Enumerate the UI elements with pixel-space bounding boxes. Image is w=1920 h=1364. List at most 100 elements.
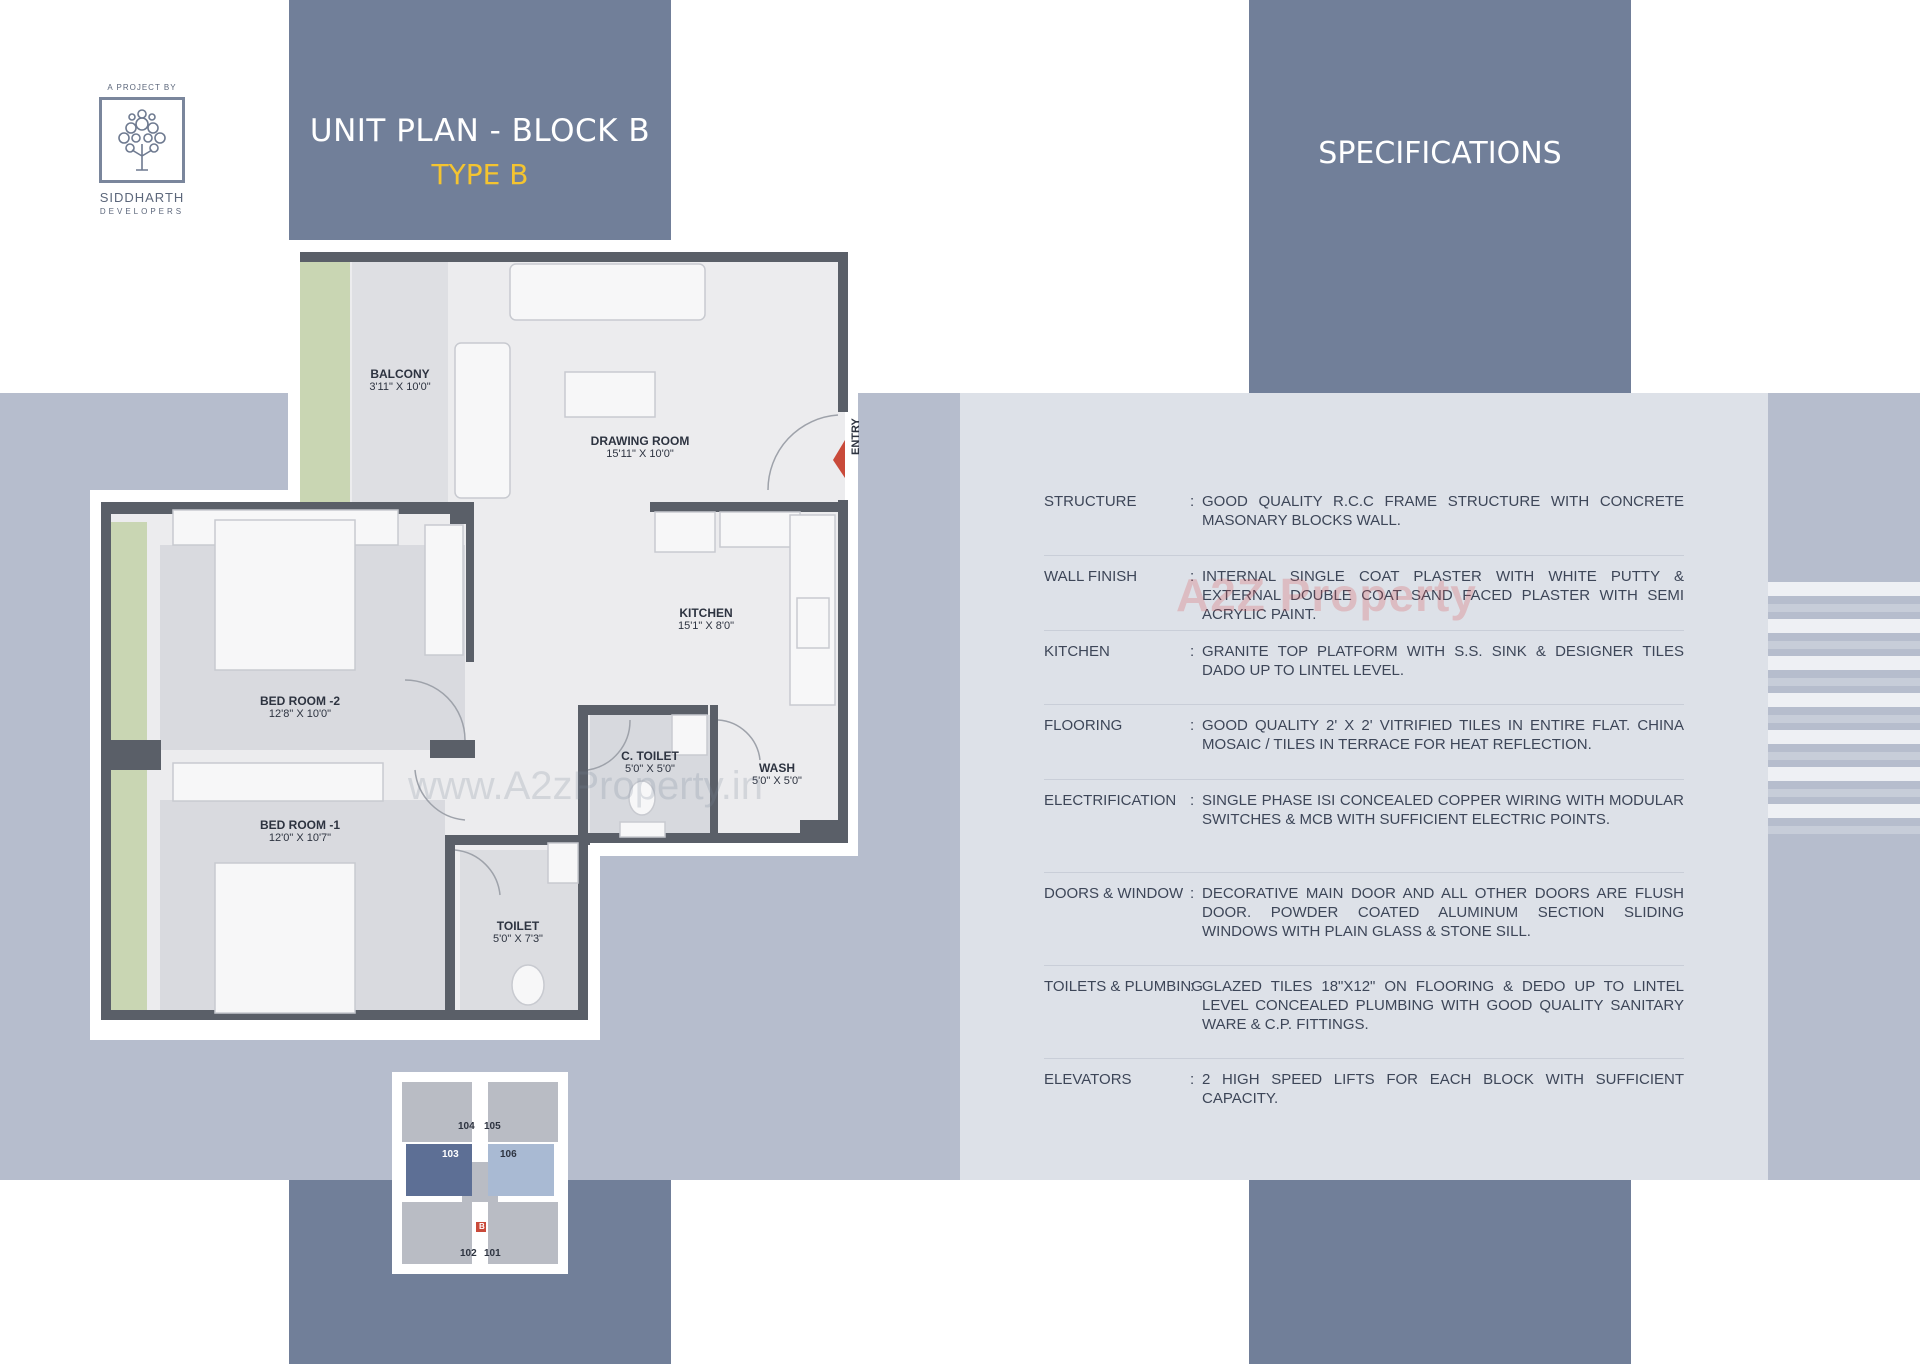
spec-row: ELECTRIFICATION:SINGLE PHASE ISI CONCEAL… bbox=[1044, 791, 1684, 829]
room-bedroom-2: BED ROOM -2 12'8" X 10'0" bbox=[240, 694, 360, 720]
room-dims: 15'11" X 10'0" bbox=[606, 448, 674, 460]
spec-value: GLAZED TILES 18"X12" ON FLOORING & DEDO … bbox=[1202, 978, 1684, 1033]
entry-label: ENTRY bbox=[850, 418, 862, 455]
spec-label: FLOORING bbox=[1044, 717, 1123, 734]
key-block-b: B bbox=[479, 1222, 485, 1231]
spec-divider bbox=[1044, 965, 1684, 966]
spec-colon: : bbox=[1190, 643, 1195, 660]
spec-divider bbox=[1044, 704, 1684, 705]
room-name: C. TOILET bbox=[621, 749, 679, 763]
spec-value: GRANITE TOP PLATFORM WITH S.S. SINK & DE… bbox=[1202, 643, 1684, 679]
spec-row: DOORS & WINDOW: DECORATIVE MAIN DOOR AND … bbox=[1044, 884, 1684, 941]
spec-row: STRUCTURE:GOOD QUALITY R.C.C FRAME STRUC… bbox=[1044, 492, 1684, 530]
brand-sub: DEVELOPERS bbox=[99, 207, 185, 216]
spec-colon: : bbox=[1190, 568, 1195, 585]
bed-1 bbox=[214, 862, 356, 1014]
spec-value: SINGLE PHASE ISI CONCEALED COPPER WIRING… bbox=[1202, 792, 1684, 828]
brand-logo bbox=[99, 97, 185, 183]
stripe bbox=[1768, 730, 1920, 744]
key-unit-102: 102 bbox=[460, 1248, 477, 1259]
room-bedroom-1: BED ROOM -1 12'0" X 10'7" bbox=[240, 818, 360, 844]
sofa-side bbox=[454, 342, 511, 499]
key-unit-105: 105 bbox=[484, 1121, 501, 1132]
spec-row: KITCHEN: GRANITE TOP PLATFORM WITH S.S. S… bbox=[1044, 642, 1684, 680]
specifications-title: SPECIFICATIONS bbox=[1318, 136, 1562, 171]
room-name: BALCONY bbox=[370, 367, 430, 381]
spec-row: WALL FINISH: INTERNAL SINGLE COAT PLASTER… bbox=[1044, 567, 1684, 624]
room-kitchen: KITCHEN 15'1" X 8'0" bbox=[646, 606, 766, 632]
brand-tagline: A PROJECT BY bbox=[107, 83, 177, 92]
room-dims: 3'11" X 10'0" bbox=[369, 381, 431, 393]
spec-row: FLOORING: GOOD QUALITY 2' X 2' VITRIFIED … bbox=[1044, 716, 1684, 754]
specifications-panel bbox=[960, 393, 1768, 1180]
stove bbox=[796, 597, 830, 649]
spec-divider bbox=[1044, 1058, 1684, 1059]
stripe bbox=[1768, 752, 1920, 760]
watermark-url: www.A2zProperty.in bbox=[408, 764, 763, 808]
spec-colon: : bbox=[1190, 885, 1195, 902]
stripe bbox=[1768, 641, 1920, 649]
sofa-top bbox=[509, 263, 706, 321]
entry-marker bbox=[833, 440, 845, 478]
right-stripe-area bbox=[1768, 393, 1920, 1180]
stripe bbox=[1768, 767, 1920, 781]
room-name: BED ROOM -1 bbox=[259, 818, 340, 832]
spec-value: 2 HIGH SPEED LIFTS FOR EACH BLOCK WITH S… bbox=[1202, 1071, 1684, 1107]
spec-colon: : bbox=[1190, 717, 1195, 734]
watermark-brand: A2Z Property bbox=[1176, 569, 1477, 621]
spec-divider bbox=[1044, 779, 1684, 780]
stripe bbox=[1768, 789, 1920, 797]
room-wash: WASH 5'0" X 5'0" bbox=[732, 761, 822, 787]
page-subtitle: TYPE B bbox=[431, 158, 529, 191]
right-column-top bbox=[1249, 0, 1631, 393]
key-plan bbox=[392, 1072, 568, 1274]
spec-colon: : bbox=[1190, 1071, 1195, 1088]
spec-divider bbox=[1044, 555, 1684, 556]
stripe bbox=[1768, 826, 1920, 834]
spec-label: ELECTRIFICATION bbox=[1044, 792, 1177, 809]
spec-value: GOOD QUALITY 2' X 2' VITRIFIED TILES IN … bbox=[1202, 717, 1684, 753]
stripe bbox=[1768, 804, 1920, 818]
spec-divider bbox=[1044, 872, 1684, 873]
kitchen-sink bbox=[654, 511, 716, 553]
spec-divider bbox=[1044, 630, 1684, 631]
spec-label: DOORS & WINDOW bbox=[1044, 885, 1184, 902]
room-name: TOILET bbox=[496, 919, 540, 933]
key-unit-106: 106 bbox=[500, 1149, 517, 1160]
room-dims: 12'8" X 10'0" bbox=[268, 708, 332, 720]
room-name: KITCHEN bbox=[679, 606, 733, 620]
tree-logo-icon bbox=[118, 109, 166, 171]
page-title: UNIT PLAN - BLOCK B bbox=[309, 113, 651, 149]
spec-label: WALL FINISH bbox=[1044, 568, 1138, 585]
spec-colon: : bbox=[1190, 493, 1195, 510]
room-name: BED ROOM -2 bbox=[259, 694, 340, 708]
center-table bbox=[564, 371, 656, 418]
spec-value: INTERNAL SINGLE COAT PLASTER WITH WHITE … bbox=[1202, 568, 1684, 623]
room-name: DRAWING ROOM bbox=[590, 434, 690, 448]
room-toilet: TOILET 5'0" X 7'3" bbox=[478, 919, 558, 945]
balcony-planter bbox=[300, 256, 350, 502]
spec-row: ELEVATORS:2 HIGH SPEED LIFTS FOR EACH BL… bbox=[1044, 1070, 1684, 1108]
ctoilet-wc bbox=[628, 780, 656, 816]
room-dims: 5'0" X 7'3" bbox=[493, 933, 543, 945]
room-balcony: BALCONY 3'11" X 10'0" bbox=[350, 367, 450, 393]
spec-colon: : bbox=[1190, 978, 1195, 995]
stripe bbox=[1768, 582, 1920, 596]
toilet-wc bbox=[511, 964, 545, 1006]
spec-label: ELEVATORS bbox=[1044, 1071, 1132, 1088]
stripe bbox=[1768, 604, 1920, 612]
spec-label: KITCHEN bbox=[1044, 643, 1110, 660]
stripe bbox=[1768, 678, 1920, 686]
key-unit-103: 103 bbox=[442, 1149, 459, 1160]
spec-label: TOILETS & PLUMBING bbox=[1044, 978, 1203, 995]
bed-2 bbox=[214, 519, 356, 671]
spec-value: GOOD QUALITY R.C.C FRAME STRUCTURE WITH … bbox=[1202, 493, 1684, 529]
brand-name: SIDDHARTH bbox=[99, 190, 185, 205]
room-dims: 15'1" X 8'0" bbox=[677, 620, 735, 632]
stripe bbox=[1768, 715, 1920, 723]
room-c-toilet: C. TOILET 5'0" X 5'0" bbox=[605, 749, 695, 775]
room-dims: 5'0" X 5'0" bbox=[752, 775, 802, 787]
right-column-bottom bbox=[1249, 1180, 1631, 1364]
spec-value: DECORATIVE MAIN DOOR AND ALL OTHER DOORS… bbox=[1202, 885, 1684, 940]
